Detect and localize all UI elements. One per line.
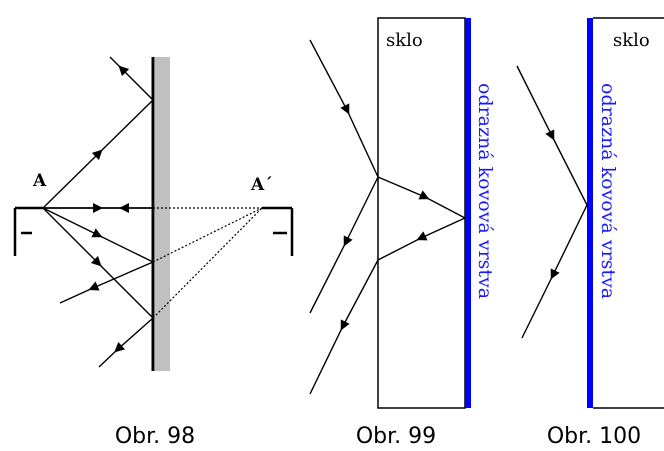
virtual-rays	[152, 207, 263, 319]
reflected-ray	[521, 204, 588, 339]
image-bracket	[262, 206, 294, 256]
reflected-middle	[59, 261, 154, 304]
metal-layer-label: odrazná kovová vrstva	[597, 83, 619, 299]
ray-up	[42, 99, 154, 209]
front-reflection	[309, 176, 379, 314]
object-bracket	[13, 206, 43, 256]
refracted-in	[377, 176, 466, 219]
glass-plate	[377, 17, 466, 409]
figure-99: sklo odrazná kovová vrstva	[309, 17, 496, 409]
caption-obr-98: Obr. 98	[114, 424, 196, 449]
reflected-lower	[98, 317, 154, 368]
ray-lower	[42, 207, 154, 319]
caption-obr-100: Obr. 100	[546, 424, 642, 449]
ray-middle	[42, 207, 154, 263]
incident-ray	[309, 39, 379, 178]
object-label: A	[32, 171, 47, 191]
refracted-back	[377, 217, 466, 261]
incident-ray	[516, 65, 588, 206]
caption-obr-99: Obr. 99	[355, 424, 437, 449]
figure-98: A A´	[13, 56, 294, 371]
fig100-rays	[516, 65, 588, 339]
metal-layer-label: odrazná kovová vrstva	[474, 83, 496, 299]
figure-100: sklo odrazná kovová vrstva	[516, 17, 664, 409]
glass-label: sklo	[613, 30, 650, 51]
image-label: A´	[250, 175, 273, 195]
metal-layer	[587, 18, 593, 408]
reflected-rays	[43, 56, 154, 368]
back-reflection-out	[309, 259, 379, 395]
fig99-rays	[309, 39, 466, 395]
metal-layer	[465, 18, 471, 408]
mirror-backing	[155, 57, 170, 371]
reflected-up	[109, 56, 154, 101]
glass-label: sklo	[386, 30, 423, 51]
